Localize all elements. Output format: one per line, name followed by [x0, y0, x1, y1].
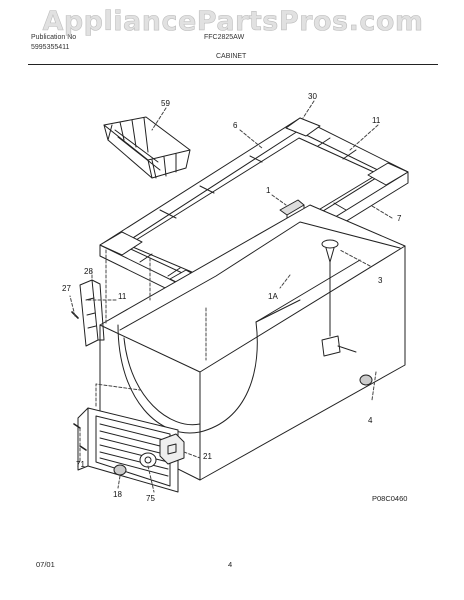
callout-11-top: 11: [372, 116, 381, 125]
publication-number: 5995355411: [31, 44, 70, 51]
callout-11-left: 11: [118, 292, 127, 301]
callout-75: 75: [146, 494, 155, 503]
footer-date: 07/01: [36, 560, 55, 569]
model-number: FFC2825AW: [204, 34, 245, 41]
header-rule: [28, 64, 438, 65]
basket-part-59: [104, 117, 190, 178]
diagram-code: P08C0460: [372, 494, 408, 503]
hinge-part-28: [72, 280, 104, 346]
callout-6: 6: [233, 121, 238, 130]
leader-lines: [70, 101, 392, 492]
section-title: CABINET: [216, 53, 247, 60]
screw-left: [74, 424, 80, 428]
callout-71: 71: [76, 460, 85, 469]
callout-4: 4: [368, 416, 373, 425]
screw-right: [80, 446, 86, 450]
footer-page: 4: [228, 560, 233, 569]
callout-3: 3: [378, 276, 383, 285]
foot-part-18: [114, 465, 126, 475]
callout-59: 59: [161, 99, 170, 108]
publication-label: Publication No: [31, 34, 77, 41]
drain-assembly: [322, 240, 372, 385]
callout-1: 1: [266, 186, 271, 195]
callout-21: 21: [203, 452, 212, 461]
callout-7: 7: [397, 214, 402, 223]
control-box-part-21: [160, 434, 184, 464]
grille-part-75: [78, 408, 178, 492]
callout-1A: 1A: [268, 292, 278, 301]
callout-30: 30: [308, 92, 317, 101]
callout-18: 18: [113, 490, 122, 499]
callout-27: 27: [62, 284, 71, 293]
callout-28: 28: [84, 267, 93, 276]
cabinet-body: [100, 205, 405, 480]
